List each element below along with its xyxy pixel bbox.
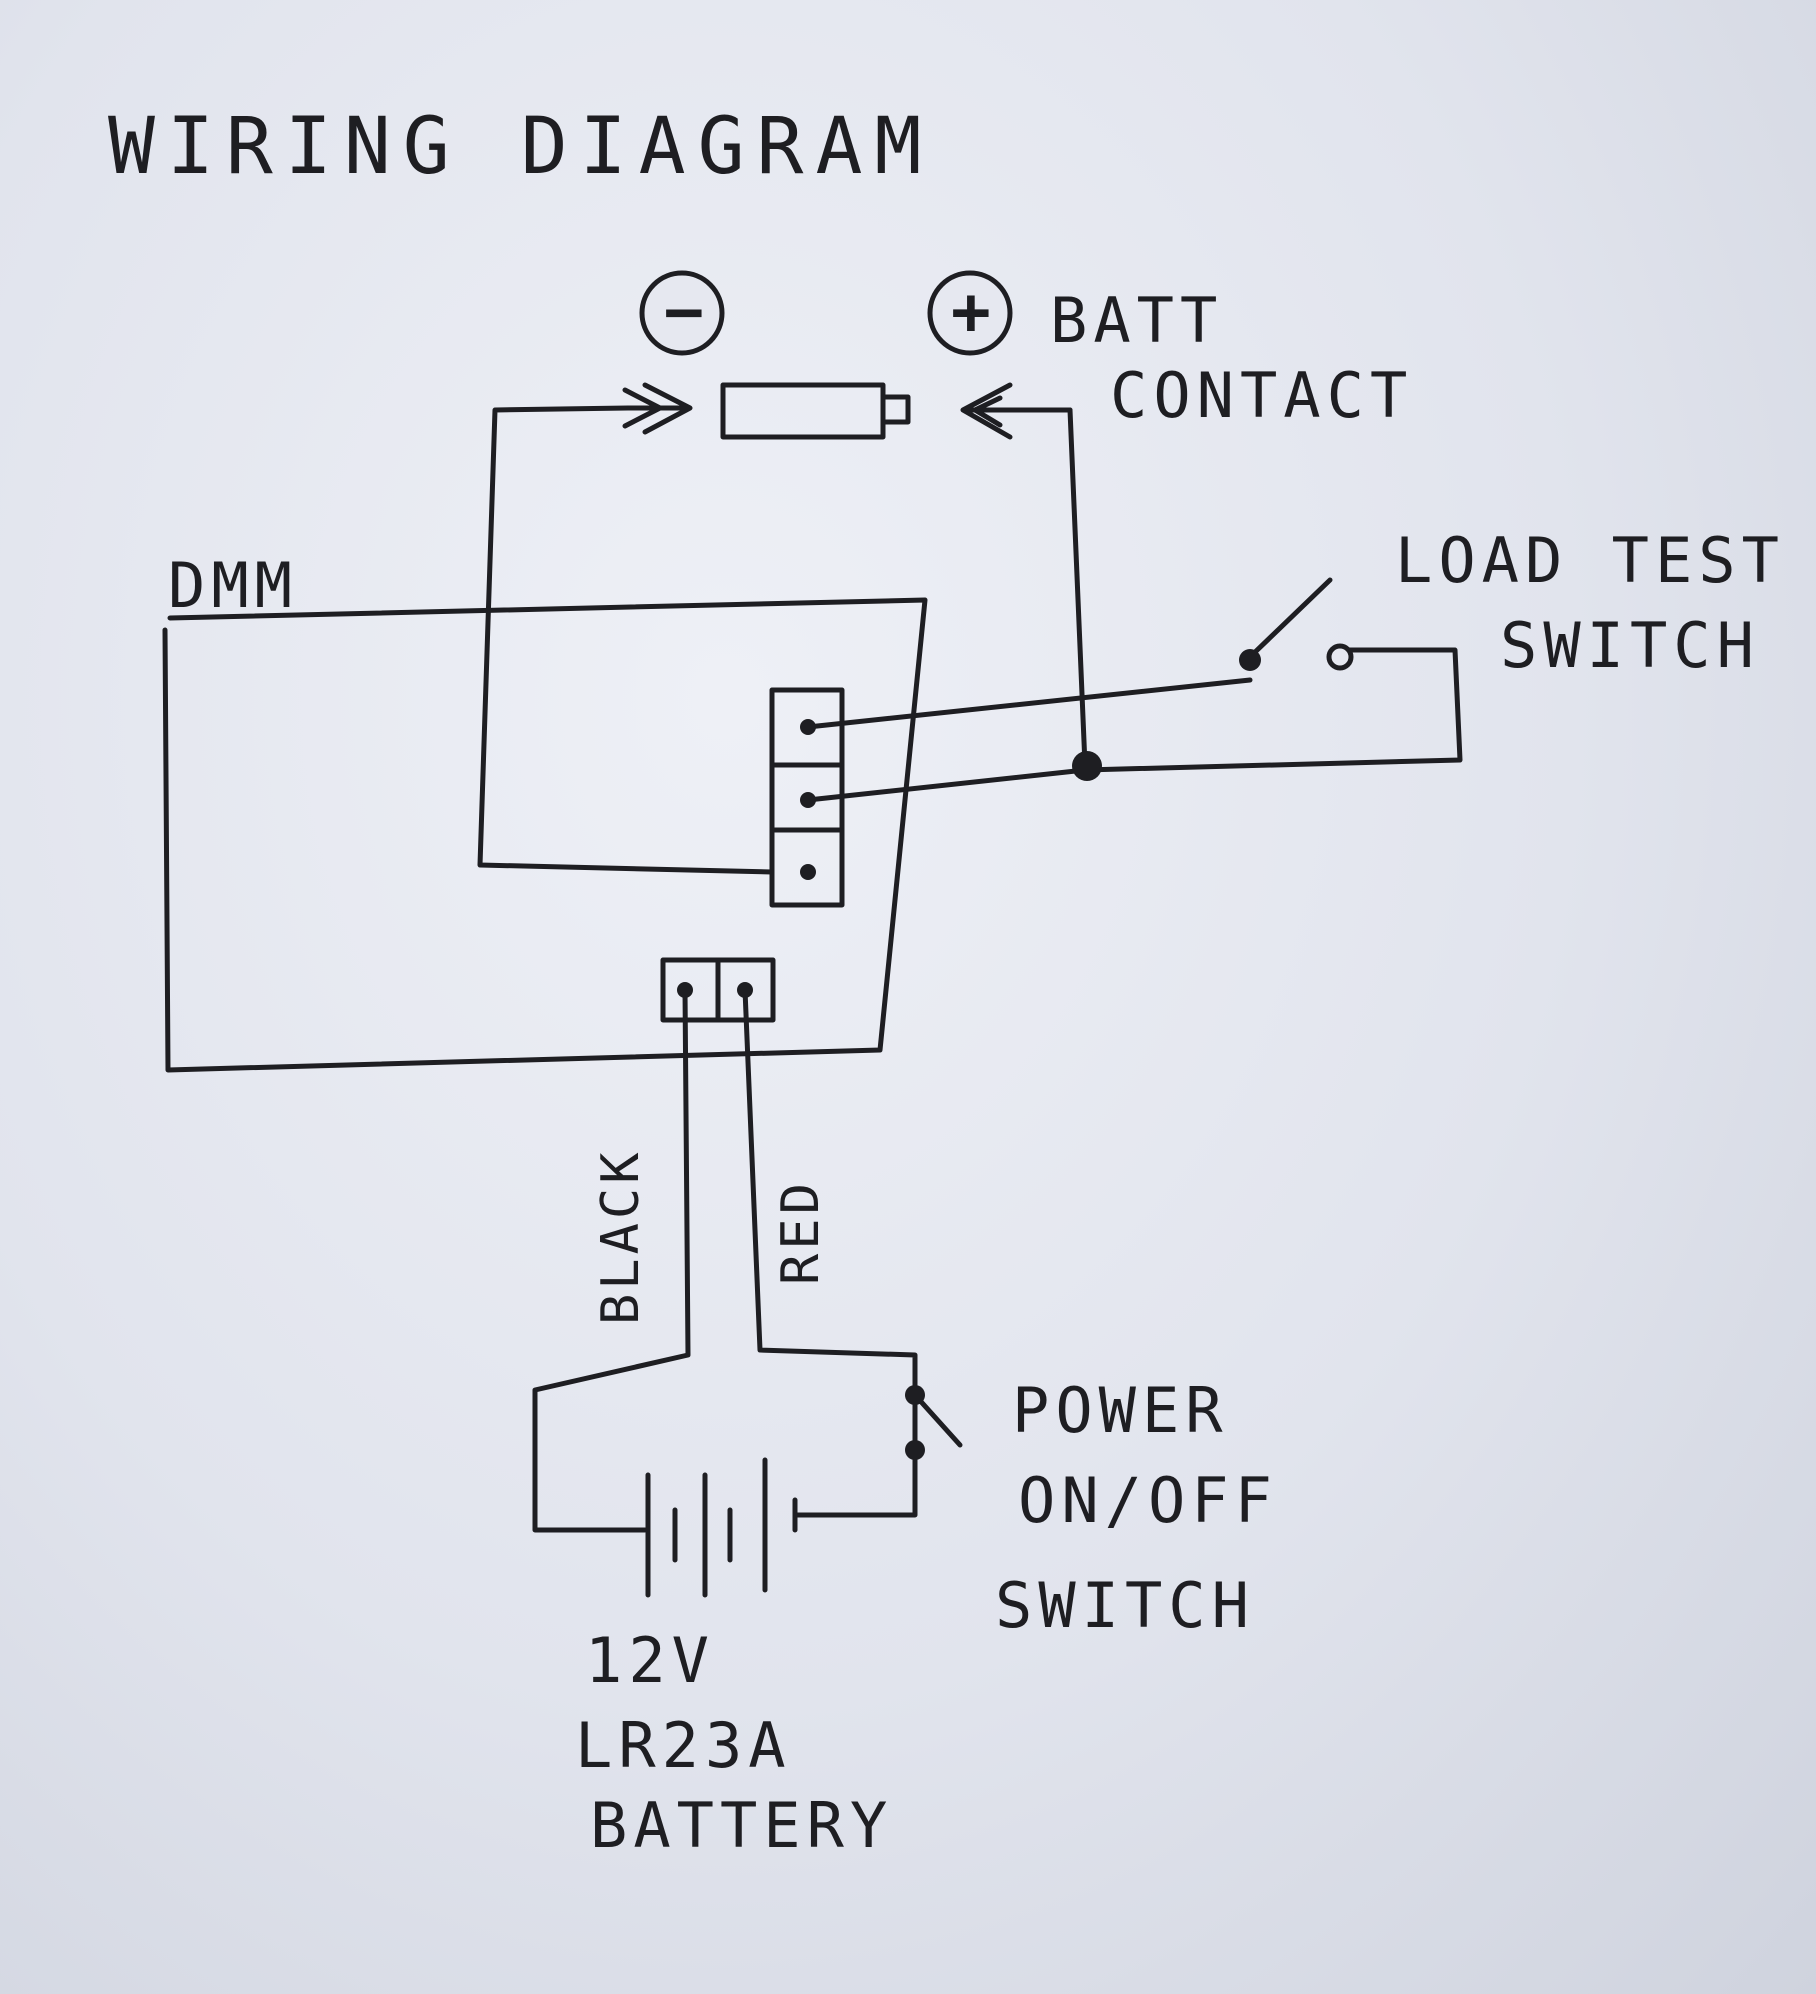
positive-arrow [960, 382, 1073, 440]
battery-label-line3: BATTERY [590, 1789, 894, 1862]
battery-label-line1: 12V [585, 1624, 715, 1697]
battery-contact-body [720, 382, 886, 440]
power-switch-label-line3: SWITCH [995, 1569, 1255, 1642]
load-switch-lever [1249, 577, 1333, 658]
batt-contact-label-line1: BATT [1050, 284, 1224, 357]
load-switch-label-line1: LOAD TEST [1395, 524, 1785, 597]
power-switch-contact [905, 1440, 925, 1460]
dmm-terminal-3 [800, 864, 816, 880]
power-switch-lever [912, 1392, 963, 1448]
wire-terminal-2 [805, 647, 1463, 803]
power-switch-label-line2: ON/OFF [1018, 1464, 1278, 1537]
diagram-title: WIRING DIAGRAM [108, 102, 934, 192]
negative-sign: − [664, 273, 704, 350]
battery-label-line2: LR23A [575, 1709, 792, 1782]
positive-sign: + [951, 273, 991, 350]
dmm-outline [162, 597, 928, 1073]
wire-terminal-1 [805, 677, 1253, 730]
load-switch-label-line2: SWITCH [1500, 609, 1760, 682]
battery-symbol [645, 1457, 798, 1598]
load-switch-contact [1326, 643, 1354, 671]
dmm-terminal-dividers [769, 762, 845, 833]
battery-contact-tip [880, 394, 911, 425]
wire-negative [477, 405, 775, 875]
batt-contact-label-line2: CONTACT [1110, 359, 1414, 432]
wire-positive [1067, 407, 1088, 768]
red-lead [742, 987, 918, 1518]
negative-arrow [622, 382, 693, 435]
power-switch-label-line1: POWER [1012, 1374, 1229, 1447]
positive-terminal-circle [927, 270, 1013, 356]
red-wire-label: RED [771, 1179, 831, 1285]
dmm-label: DMM [168, 549, 298, 622]
negative-terminal-circle [639, 270, 725, 356]
black-wire-label: BLACK [591, 1148, 651, 1325]
junction-dot [1072, 751, 1102, 781]
black-lead [532, 987, 691, 1533]
